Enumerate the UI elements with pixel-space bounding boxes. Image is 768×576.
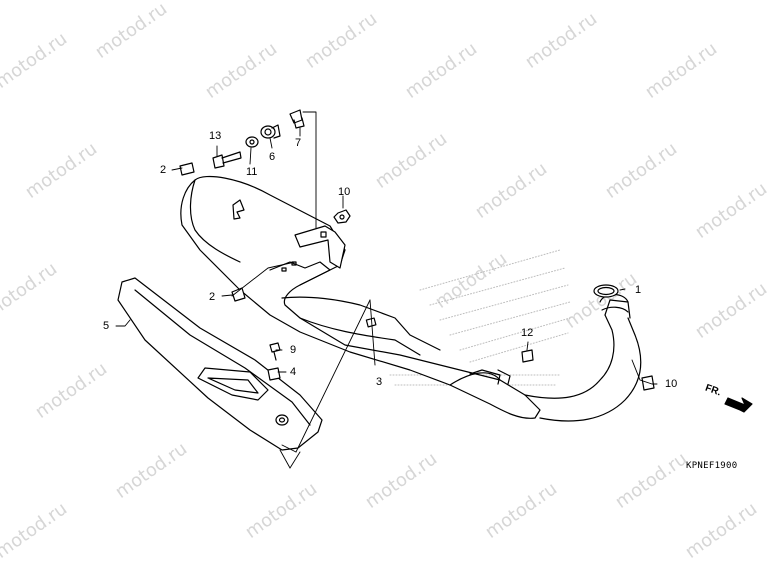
callout-6: 6 bbox=[269, 151, 276, 163]
callout-4: 4 bbox=[290, 366, 297, 378]
callout-8: 9 bbox=[290, 344, 297, 356]
callout-2: 2 bbox=[209, 291, 216, 303]
callout-12: 12 bbox=[521, 327, 534, 339]
leader-lines bbox=[115, 111, 658, 469]
callout-13: 13 bbox=[209, 130, 222, 142]
callout-10: 10 bbox=[338, 186, 351, 198]
callout-7: 7 bbox=[295, 137, 302, 149]
exhaust-pipe bbox=[524, 293, 642, 422]
callout-1: 1 bbox=[635, 284, 642, 296]
callout-3: 3 bbox=[376, 376, 383, 388]
hardware bbox=[179, 109, 655, 391]
callout-9: 10 bbox=[665, 378, 678, 390]
heat-guard bbox=[117, 277, 323, 451]
front-arrow bbox=[724, 397, 753, 413]
diagram-code: KPNEF1900 bbox=[686, 461, 738, 471]
callout-2: 2 bbox=[160, 164, 167, 176]
callout-11: 11 bbox=[246, 166, 258, 178]
muffler bbox=[180, 175, 541, 419]
muffler-bracket bbox=[269, 225, 346, 286]
callout-5: 5 bbox=[103, 320, 110, 332]
